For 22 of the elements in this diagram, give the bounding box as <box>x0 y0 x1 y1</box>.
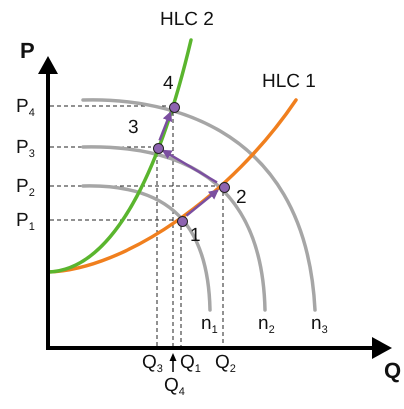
tick-label: Q$_{1}$ <box>180 353 201 375</box>
curve-label: HLC 2 <box>160 10 214 29</box>
point-number: 3 <box>128 118 139 137</box>
arrow <box>158 110 172 141</box>
axis-label: P <box>20 40 35 62</box>
arrow <box>162 149 218 184</box>
curve-label: n$_{2}$ <box>258 314 275 336</box>
point-number: 2 <box>236 188 247 207</box>
axis-label: Q <box>384 360 402 382</box>
arrow <box>186 189 219 217</box>
curve-label: HLC 1 <box>262 72 316 91</box>
tick-label: Q$_{2}$ <box>215 353 236 375</box>
tick-label: P$_{4}$ <box>16 97 35 119</box>
tick-label: Q$_{3}$ <box>142 353 163 375</box>
tick-label: Q$_{4}$ <box>164 376 185 398</box>
tick-label: P$_{1}$ <box>16 211 35 233</box>
tick-label: P$_{2}$ <box>16 177 35 199</box>
point-number: 1 <box>190 226 201 245</box>
curve-label: n$_{3}$ <box>311 314 328 336</box>
curve-label: n$_{1}$ <box>201 314 218 336</box>
point-number: 4 <box>163 74 174 93</box>
tick-label: P$_{3}$ <box>16 138 35 160</box>
